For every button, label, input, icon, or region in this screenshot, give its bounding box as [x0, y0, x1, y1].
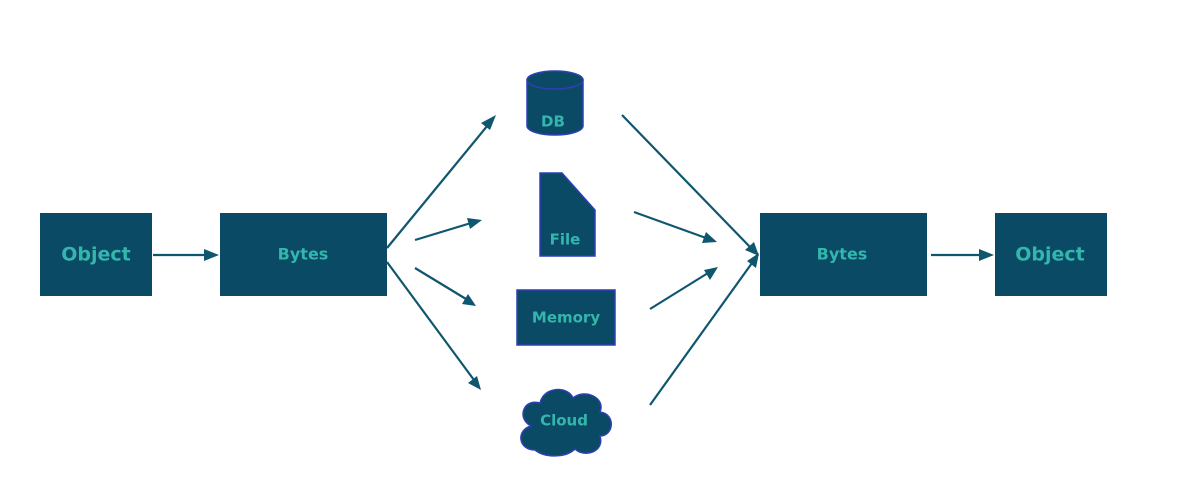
edge-db-to-bytes: [621, 114, 759, 256]
document-icon: [539, 172, 596, 257]
cloud-icon: [520, 388, 612, 457]
serialized-bytes-label: Bytes: [278, 245, 329, 264]
edge-bytes-to-memory: [414, 267, 476, 306]
edge-cloud-to-bytes: [649, 253, 759, 406]
edge-bytes-to-cloud: [386, 261, 481, 390]
edge-bytes-to-object: [931, 249, 994, 261]
deserialized-bytes-node: Bytes: [760, 213, 927, 296]
database-cylinder-icon: [526, 70, 584, 136]
target-object-label: Object: [1015, 244, 1085, 266]
edge-object-to-bytes: [153, 249, 219, 261]
source-object-node: Object: [40, 213, 152, 296]
deserialized-bytes-label: Bytes: [817, 245, 868, 264]
edge-memory-to-bytes: [649, 267, 718, 310]
cloud-node: Cloud: [520, 388, 612, 457]
db-node: DB: [526, 70, 584, 136]
edge-bytes-to-db: [386, 115, 496, 249]
memory-label: Memory: [532, 309, 600, 327]
db-label: DB: [541, 113, 565, 131]
file-label: File: [550, 231, 581, 249]
memory-node: Memory: [516, 289, 616, 346]
serialized-bytes-node: Bytes: [220, 213, 387, 296]
cloud-label: Cloud: [540, 412, 588, 430]
edge-file-to-bytes: [633, 210, 717, 243]
target-object-node: Object: [995, 213, 1107, 296]
edge-bytes-to-file: [414, 218, 482, 242]
source-object-label: Object: [61, 244, 131, 266]
file-node: File: [539, 172, 596, 257]
